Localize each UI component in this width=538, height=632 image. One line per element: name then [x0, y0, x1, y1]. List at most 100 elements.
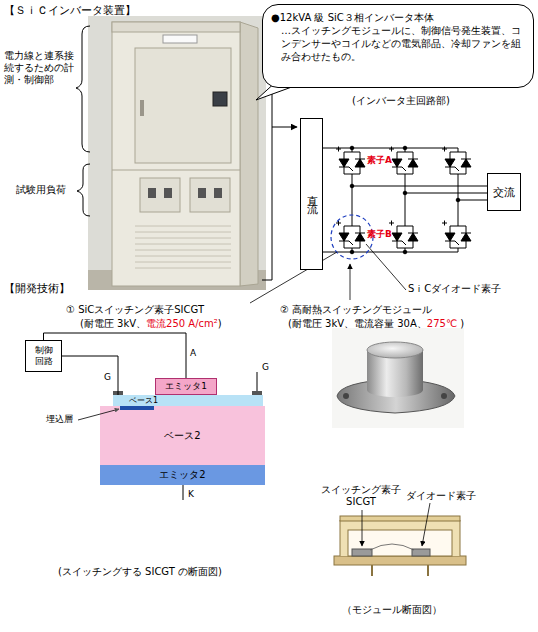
inverter-photo: [112, 170, 240, 171]
module-photo: [367, 342, 423, 358]
inverter-photo: [135, 226, 231, 268]
gate-lead: [257, 372, 258, 391]
spec-text: (耐電圧 3kV、電流容量 30A、: [288, 318, 427, 330]
control-circuit-box: 制御回路: [25, 340, 62, 372]
module-section: [412, 549, 430, 556]
inverter-circuit: [403, 191, 407, 195]
inverter-circuit: [442, 221, 471, 253]
inverter-circuit: [403, 146, 407, 150]
terminal-label: G: [104, 372, 111, 383]
element-label: 素子A: [367, 155, 392, 166]
spec-highlight: 275℃: [427, 318, 457, 330]
module-section: [362, 510, 363, 546]
inverter-circuit: [389, 147, 418, 179]
circuit-caption: (インバータ主回路部): [352, 95, 450, 107]
wire-connector: [62, 356, 118, 395]
spec-text: ): [460, 318, 464, 330]
text-row: (耐電圧 3kV、電流250 A/cm²): [80, 318, 222, 330]
dc-box: 直流: [300, 118, 323, 270]
inverter-photo: [112, 22, 240, 32]
leader-line: [250, 252, 337, 303]
node-text: …スイッチングモジュールに、制御信号発生装置、コンデンサーやコイルなどの電気部品…: [271, 24, 525, 63]
leader-line: [350, 264, 351, 300]
bracket-label: 電力線と連系接続するための計測・制御部: [4, 50, 78, 86]
module-section: [334, 556, 466, 565]
inverter-photo: [135, 48, 231, 163]
node-text: ●12kVA 級 SiC３相インバータ本体: [271, 11, 434, 24]
node-text: 制御回路: [34, 345, 54, 367]
layer-label: 埋込層: [46, 414, 73, 425]
sicgt-lead: [183, 485, 184, 500]
inverter-circuit: [403, 250, 407, 254]
module-photo: [332, 328, 464, 428]
inverter-circuit: [352, 178, 458, 222]
node-text: ベース2: [164, 429, 200, 443]
inverter-photo: [88, 16, 266, 290]
inverter-circuit: [456, 198, 460, 202]
inverter-circuit: [389, 221, 418, 253]
inverter-photo: [190, 178, 230, 212]
inverter-photo: [140, 178, 180, 212]
inverter-circuit: [442, 147, 471, 179]
part-label: ダイオード素子: [406, 490, 476, 502]
section-heading: 【ＳｉＣインバータ装置】: [4, 4, 136, 17]
leader-line: [366, 244, 406, 290]
module-section: [340, 516, 460, 521]
module-photo: [343, 393, 349, 399]
node-text: エミッタ1: [165, 381, 207, 392]
spec-text: ): [218, 318, 222, 330]
buried-layer: [120, 406, 154, 410]
module-section: [334, 503, 466, 576]
node-text: ベース1: [129, 396, 158, 406]
brace: [77, 164, 90, 216]
spec-text: (耐電圧 3kV、: [80, 318, 146, 330]
base-layer: ベース1: [113, 395, 263, 406]
inverter-circuit: [350, 146, 354, 150]
wire-connector: [44, 333, 187, 378]
item-title: ① SiCスイッチング素子SICGT: [66, 304, 204, 316]
inverter-photo: [112, 22, 240, 286]
terminal-label: A: [190, 348, 196, 359]
module-photo: [441, 393, 447, 399]
module-photo: [332, 328, 464, 428]
leader-line: [250, 244, 406, 303]
module-section: [348, 530, 452, 556]
brace: [76, 26, 90, 152]
bracket-arrow: [272, 127, 297, 128]
base-layer: ベース2: [100, 406, 265, 465]
inverter-circuit: [336, 147, 365, 179]
gate-contact: [252, 391, 262, 395]
module-section: [372, 565, 428, 576]
item-title: ② 高耐熱スイッチングモジュール: [280, 304, 432, 316]
spec-highlight: 電流250 A/cm²: [146, 318, 218, 330]
figure-caption: （モジュール断面図）: [342, 604, 442, 616]
sicgt-lead: [183, 485, 184, 500]
highlight-ellipse: [331, 215, 373, 259]
ac-box: 交流: [487, 173, 521, 211]
module-section: [352, 549, 372, 556]
terminal-label: K: [188, 489, 194, 500]
section-heading: 【開発技術】: [4, 282, 70, 295]
inverter-photo: [88, 16, 266, 290]
brace: [76, 26, 90, 216]
node-text: 直流: [304, 186, 319, 202]
bracket-label: 試験用負荷: [16, 184, 66, 196]
diode-label: SｉCダイオード素子: [408, 283, 501, 295]
inverter-circuit: [336, 221, 365, 253]
module-section: [370, 544, 414, 550]
emitter-layer: エミッタ2: [100, 465, 265, 485]
module-photo: [367, 383, 423, 397]
inverter-photo: [198, 188, 206, 198]
inverter-circuit: [350, 250, 354, 254]
inverter-photo: [164, 188, 172, 198]
inverter-photo: [163, 35, 197, 43]
text-row: (耐電圧 3kV、電流容量 30A、275℃): [288, 318, 464, 330]
inverter-photo: [213, 92, 227, 106]
inverter-circuit: [350, 184, 354, 188]
element-label: 素子B: [367, 229, 392, 240]
